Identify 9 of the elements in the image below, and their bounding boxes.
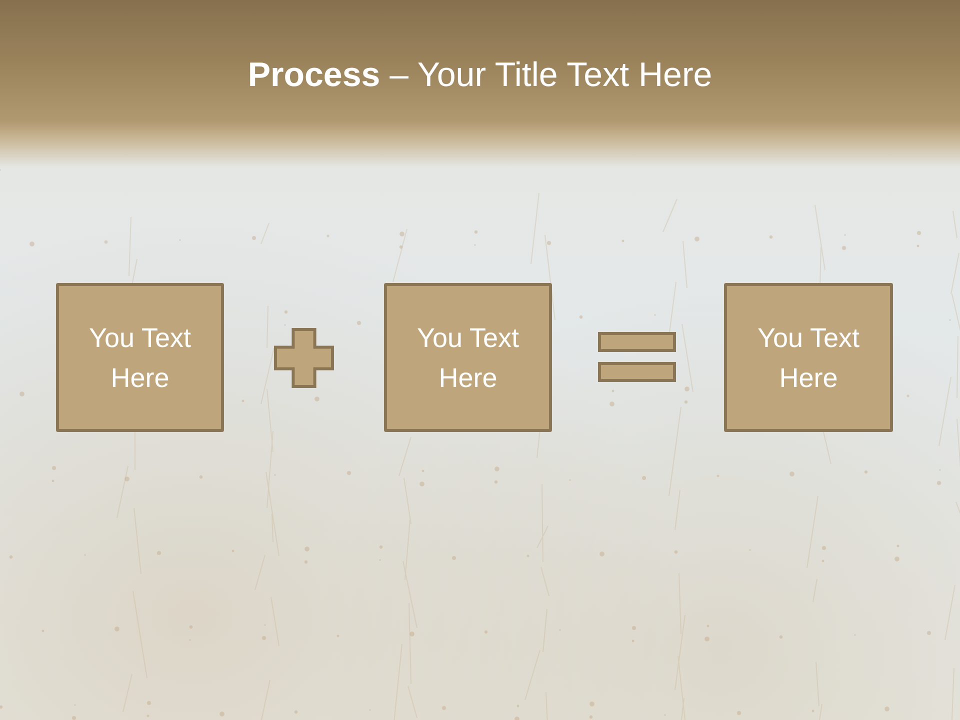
title: Process – Your Title Text Here	[248, 55, 712, 96]
box-text: You Text Here	[88, 322, 192, 394]
text-box	[384, 283, 552, 432]
box-text: You Text Here	[416, 322, 520, 394]
text-box	[56, 283, 224, 432]
equals-sign	[598, 332, 676, 382]
plus-sign	[274, 328, 334, 388]
text-box	[724, 283, 893, 432]
box-text: You Text Here	[756, 322, 861, 394]
